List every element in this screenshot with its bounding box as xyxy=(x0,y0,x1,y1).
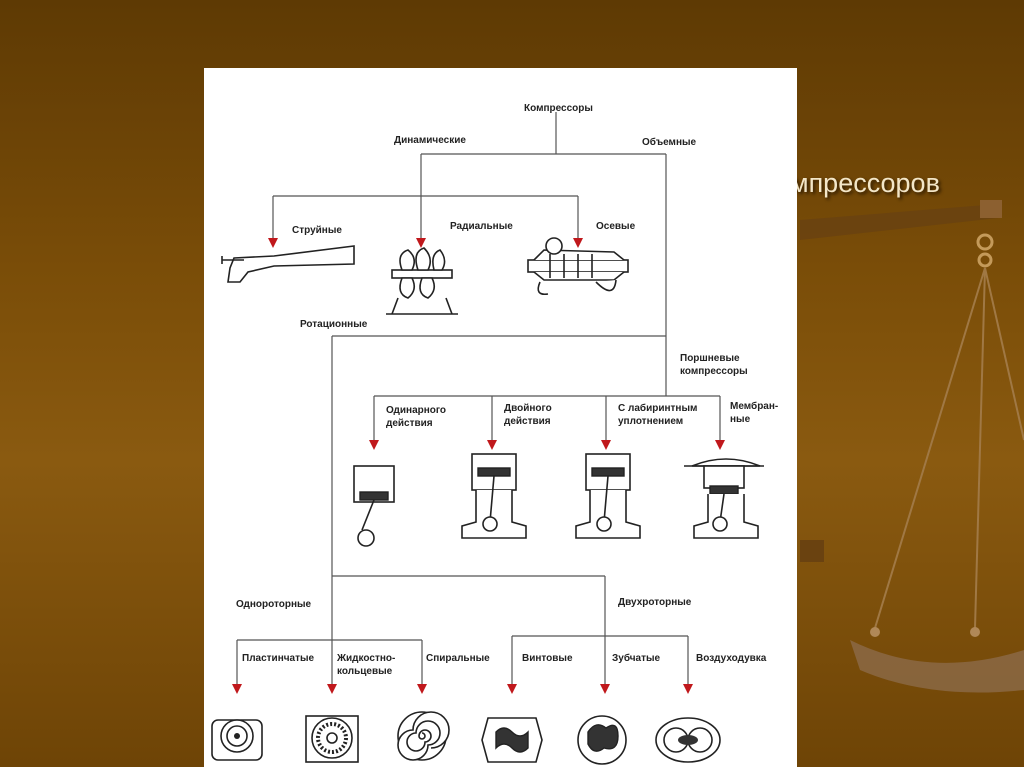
node-blower: Воздуходувка xyxy=(696,653,767,664)
radial-compressor-icon xyxy=(386,247,458,315)
scales-decoration xyxy=(800,200,1024,693)
node-liquid-ring: Жидкостно-кольцевые xyxy=(337,653,396,677)
node-vane: Пластинчатые xyxy=(242,653,315,664)
single-action-piston-icon xyxy=(353,465,395,547)
vane-compressor-icon xyxy=(211,719,263,761)
screw-compressor-icon xyxy=(481,717,543,763)
node-rotary: Ротационные xyxy=(300,319,368,330)
membrane-compressor-icon xyxy=(684,458,764,539)
slide-title: мпрессоров xyxy=(790,168,940,198)
node-twin-rotor: Двухроторные xyxy=(618,597,692,608)
node-radial: Радиальные xyxy=(450,221,513,232)
arrow-heads xyxy=(232,238,725,694)
node-membrane: Мембран-ные xyxy=(730,401,779,425)
node-single-action: Одинарного действия xyxy=(386,405,447,429)
node-jet: Струйные xyxy=(292,225,342,236)
node-scroll: Спиральные xyxy=(426,653,490,664)
liquid-ring-compressor-icon xyxy=(305,715,359,763)
labyrinth-piston-icon xyxy=(575,453,641,539)
node-screw: Винтовые xyxy=(522,653,573,664)
node-double-action: Двойного действия xyxy=(504,403,552,427)
node-root: Компрессоры xyxy=(524,103,593,114)
scroll-compressor-icon xyxy=(397,711,450,761)
node-axial: Осевые xyxy=(596,221,636,232)
node-volumetric: Объемные xyxy=(642,137,697,148)
node-labyrinth: С лабиринтным уплотнением xyxy=(618,403,698,427)
connector-lines xyxy=(236,112,721,684)
classification-diagram: Компрессоры Динамические Объемные Струйн… xyxy=(204,68,797,767)
gear-compressor-icon xyxy=(577,715,627,765)
node-dynamic: Динамические xyxy=(394,135,466,146)
double-action-piston-icon xyxy=(461,453,527,539)
blower-icon xyxy=(655,717,721,763)
node-gear: Зубчатые xyxy=(612,653,661,664)
node-piston: Поршневые компрессоры xyxy=(680,353,748,377)
node-single-rotor: Однороторные xyxy=(236,599,312,610)
axial-compressor-icon xyxy=(527,237,629,296)
jet-compressor-icon xyxy=(221,245,355,283)
